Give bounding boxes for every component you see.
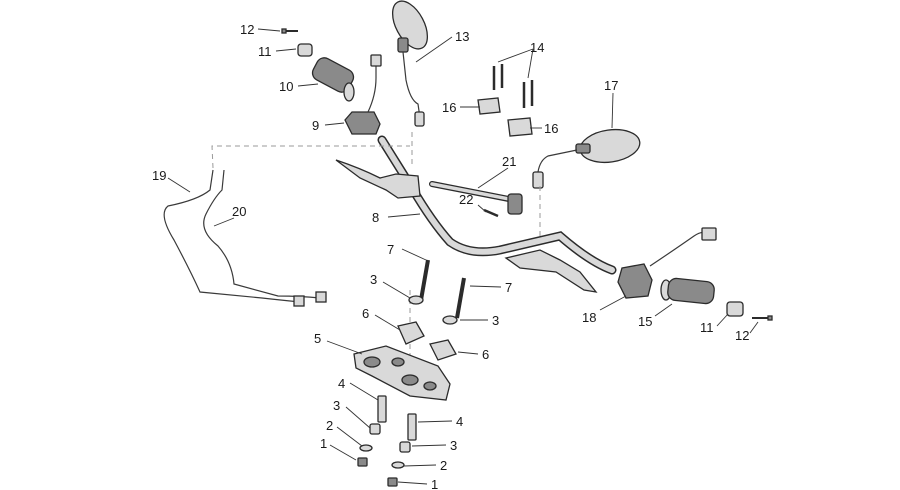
callout-7-lower: 7 [505,280,512,295]
riser-bolts [419,259,466,319]
callout-12-right: 12 [735,328,749,343]
upper-washers [408,295,458,325]
callout-2-left: 2 [326,418,333,433]
callout-4-right: 4 [456,414,463,429]
nuts [357,457,398,487]
callout-11-right: 11 [700,320,714,335]
leader-lines [167,28,759,485]
callout-20: 20 [232,204,246,219]
callout-11-left: 11 [258,44,272,59]
callout-1-right: 1 [431,477,438,490]
callout-6-left: 6 [362,306,369,321]
callout-13: 13 [455,29,469,44]
callout-2-right: 2 [440,458,447,473]
callout-18: 18 [582,310,596,325]
callout-16-right: 16 [544,121,558,136]
callout-17: 17 [604,78,618,93]
clamp-bolts [492,64,534,108]
left-grip [311,57,355,102]
callout-3-lower-right: 3 [450,438,457,453]
callout-6-right: 6 [482,347,489,362]
handlebar [377,135,617,275]
callout-4-left: 4 [338,376,345,391]
callout-8: 8 [372,210,379,225]
callout-9: 9 [312,118,319,133]
right-grip [660,277,715,305]
left-mirror [391,0,429,127]
steering-damper-rod [429,181,523,215]
callout-14: 14 [530,40,544,55]
bushings [377,395,417,441]
end-screw-left [281,28,298,34]
brake-hoses [163,169,327,307]
bar-end-weight-left [297,43,313,57]
guide-line-hose [211,145,410,169]
front-brake-master-cylinder [335,159,421,199]
callout-21: 21 [502,154,516,169]
callout-3-upper-right: 3 [492,313,499,328]
callout-3-lower-left: 3 [333,398,340,413]
upper-clamps [477,97,533,137]
callout-7-upper: 7 [387,242,394,257]
callout-5: 5 [314,331,321,346]
right-switch-assembly [617,227,717,299]
risers [397,321,457,361]
lower-washers [369,423,411,453]
clutch-lever [504,249,598,293]
callout-1-left: 1 [320,436,327,451]
callout-19: 19 [152,168,166,183]
callout-12-left: 12 [240,22,254,37]
callout-15: 15 [638,314,652,329]
bar-end-weight-right [726,301,744,317]
end-screw-right [752,315,773,321]
callout-22: 22 [459,192,473,207]
callout-labels: 12 11 10 9 13 14 16 16 17 21 22 8 19 20 … [152,22,749,490]
top-yoke [353,345,451,401]
damper-screw [483,208,499,218]
right-mirror [532,128,641,189]
callout-10: 10 [279,79,293,94]
small-washers [359,444,405,469]
callout-3-upper-left: 3 [370,272,377,287]
left-switch-assembly [344,54,382,135]
callout-16-left: 16 [442,100,456,115]
